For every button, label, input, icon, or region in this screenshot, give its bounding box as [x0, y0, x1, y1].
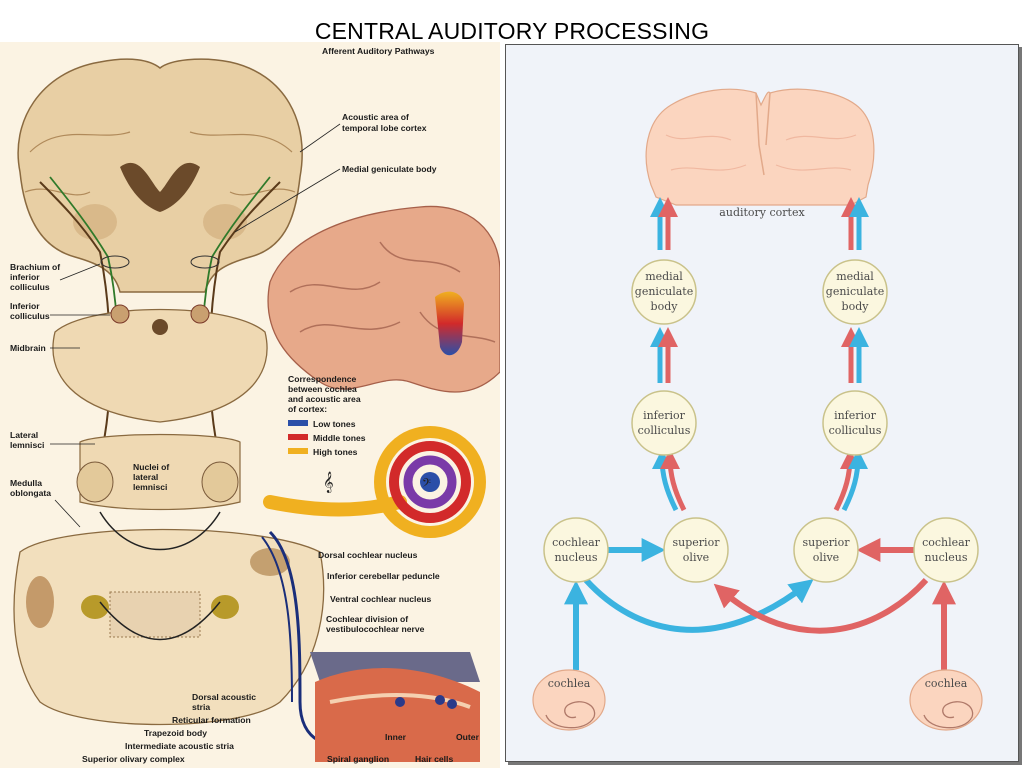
- svg-text:medial: medial: [836, 270, 874, 283]
- left-ascending-pathway: [650, 197, 687, 512]
- label-midbrain: Midbrain: [10, 343, 46, 353]
- label-reticular: Reticular formation: [172, 715, 251, 725]
- svg-text:colliculus: colliculus: [829, 424, 882, 437]
- label-spiral-ganglion: Spiral ganglion: [327, 754, 389, 764]
- left-inferior-colliculus-node: inferior colliculus: [631, 390, 697, 456]
- label-nuclei-lemnisci-3: lemnisci: [133, 482, 167, 492]
- label-superior-olivary: Superior olivary complex: [82, 754, 185, 764]
- right-medial-geniculate-node: medial geniculate body: [822, 259, 888, 325]
- right-crossing-arc: [713, 577, 929, 634]
- label-intermediate: Intermediate acoustic stria: [125, 741, 234, 751]
- pons-section: [79, 433, 241, 511]
- figure-title: Afferent Auditory Pathways: [322, 46, 435, 56]
- label-medulla-1: Medulla: [10, 478, 42, 488]
- label-hair-cells: Hair cells: [415, 754, 453, 764]
- pathway-schematic: auditory cortex medial geniculate body i…: [532, 88, 983, 731]
- svg-text:cochlear: cochlear: [922, 536, 971, 549]
- anatomy-illustration: 𝄞 𝄢 Afferent Auditory Pathways Acoustic …: [0, 42, 500, 768]
- svg-text:cochlea: cochlea: [925, 677, 968, 690]
- svg-text:nucleus: nucleus: [924, 551, 967, 564]
- left-cochlea-node: cochlea: [532, 669, 606, 731]
- right-cochlear-nucleus-node: cochlear nucleus: [913, 517, 979, 583]
- right-ascending-pathway: [833, 197, 869, 512]
- legend-swatch-low: [288, 420, 308, 426]
- label-trapezoid: Trapezoid body: [144, 728, 207, 738]
- label-inferior-colliculus-1: Inferior: [10, 301, 40, 311]
- svg-text:geniculate: geniculate: [826, 285, 884, 298]
- svg-text:colliculus: colliculus: [638, 424, 691, 437]
- label-brachium-2: inferior: [10, 272, 40, 282]
- legend-swatch-high: [288, 448, 308, 454]
- svg-text:nucleus: nucleus: [554, 551, 597, 564]
- label-dorsal-cochlear: Dorsal cochlear nucleus: [318, 550, 418, 560]
- label-inferior-colliculus-2: colliculus: [10, 311, 50, 321]
- label-dorsal-acoustic-1: Dorsal acoustic: [192, 692, 256, 702]
- legend-heading-3: and acoustic area: [288, 394, 361, 404]
- afferent-pathways-figure: 𝄞 𝄢 Afferent Auditory Pathways Acoustic …: [0, 42, 500, 768]
- legend-label-low: Low tones: [313, 419, 356, 429]
- right-inferior-colliculus-node: inferior colliculus: [822, 390, 888, 456]
- svg-text:superior: superior: [803, 536, 851, 549]
- legend-swatch-middle: [288, 434, 308, 440]
- legend-label-middle: Middle tones: [313, 433, 366, 443]
- cochlea-spiral: 𝄞 𝄢: [263, 426, 486, 538]
- label-cochlear-division-2: vestibulocochlear nerve: [326, 624, 425, 634]
- svg-text:body: body: [651, 300, 679, 313]
- legend-heading-1: Correspondence: [288, 374, 357, 384]
- svg-text:body: body: [842, 300, 870, 313]
- label-acoustic-area-1: Acoustic area of: [342, 112, 409, 122]
- organ-of-corti: [310, 652, 480, 762]
- svg-text:cochlea: cochlea: [548, 677, 591, 690]
- midbrain-section: [52, 308, 268, 423]
- auditory-cortex-label: auditory cortex: [719, 206, 805, 219]
- label-lateral-lemnisci-2: lemnisci: [10, 440, 44, 450]
- ventricles: [120, 162, 200, 212]
- legend-heading-4: of cortex:: [288, 404, 327, 414]
- label-brachium-3: colliculus: [10, 282, 50, 292]
- svg-text:inferior: inferior: [643, 409, 686, 422]
- label-outer: Outer: [456, 732, 480, 742]
- label-brachium-1: Brachium of: [10, 262, 60, 272]
- svg-text:inferior: inferior: [834, 409, 877, 422]
- label-cochlear-division-1: Cochlear division of: [326, 614, 408, 624]
- treble-clef-icon: 𝄞: [323, 472, 334, 493]
- label-ventral-cochlear: Ventral cochlear nucleus: [330, 594, 431, 604]
- bass-clef-icon: 𝄢: [422, 476, 431, 492]
- label-nuclei-lemnisci-1: Nuclei of: [133, 462, 169, 472]
- svg-text:superior: superior: [673, 536, 721, 549]
- legend-heading-2: between cochlea: [288, 384, 357, 394]
- svg-text:olive: olive: [813, 551, 839, 564]
- label-lateral-lemnisci-1: Lateral: [10, 430, 38, 440]
- slide-title: CENTRAL AUDITORY PROCESSING: [314, 18, 710, 44]
- pathway-schematic-panel: auditory cortex medial geniculate body i…: [505, 44, 1019, 762]
- label-dorsal-acoustic-2: stria: [192, 702, 210, 712]
- left-cochlear-nucleus-node: cochlear nucleus: [543, 517, 609, 583]
- right-superior-olive-node: superior olive: [793, 517, 859, 583]
- svg-text:cochlear: cochlear: [552, 536, 601, 549]
- svg-text:olive: olive: [683, 551, 709, 564]
- label-medulla-2: oblongata: [10, 488, 51, 498]
- tonotopic-area: [435, 291, 464, 356]
- left-medial-geniculate-node: medial geniculate body: [631, 259, 697, 325]
- label-acoustic-area-2: temporal lobe cortex: [342, 123, 427, 133]
- right-cochlea-node: cochlea: [909, 669, 983, 731]
- label-inferior-cerebellar: Inferior cerebellar peduncle: [327, 571, 440, 581]
- label-inner: Inner: [385, 732, 407, 742]
- label-nuclei-lemnisci-2: lateral: [133, 472, 158, 482]
- left-superior-olive-node: superior olive: [663, 517, 729, 583]
- label-medial-geniculate: Medial geniculate body: [342, 164, 437, 174]
- legend-label-high: High tones: [313, 447, 358, 457]
- cortex-lateral-view: [267, 205, 500, 393]
- svg-text:geniculate: geniculate: [635, 285, 693, 298]
- svg-text:medial: medial: [645, 270, 683, 283]
- left-crossing-arc: [583, 577, 814, 633]
